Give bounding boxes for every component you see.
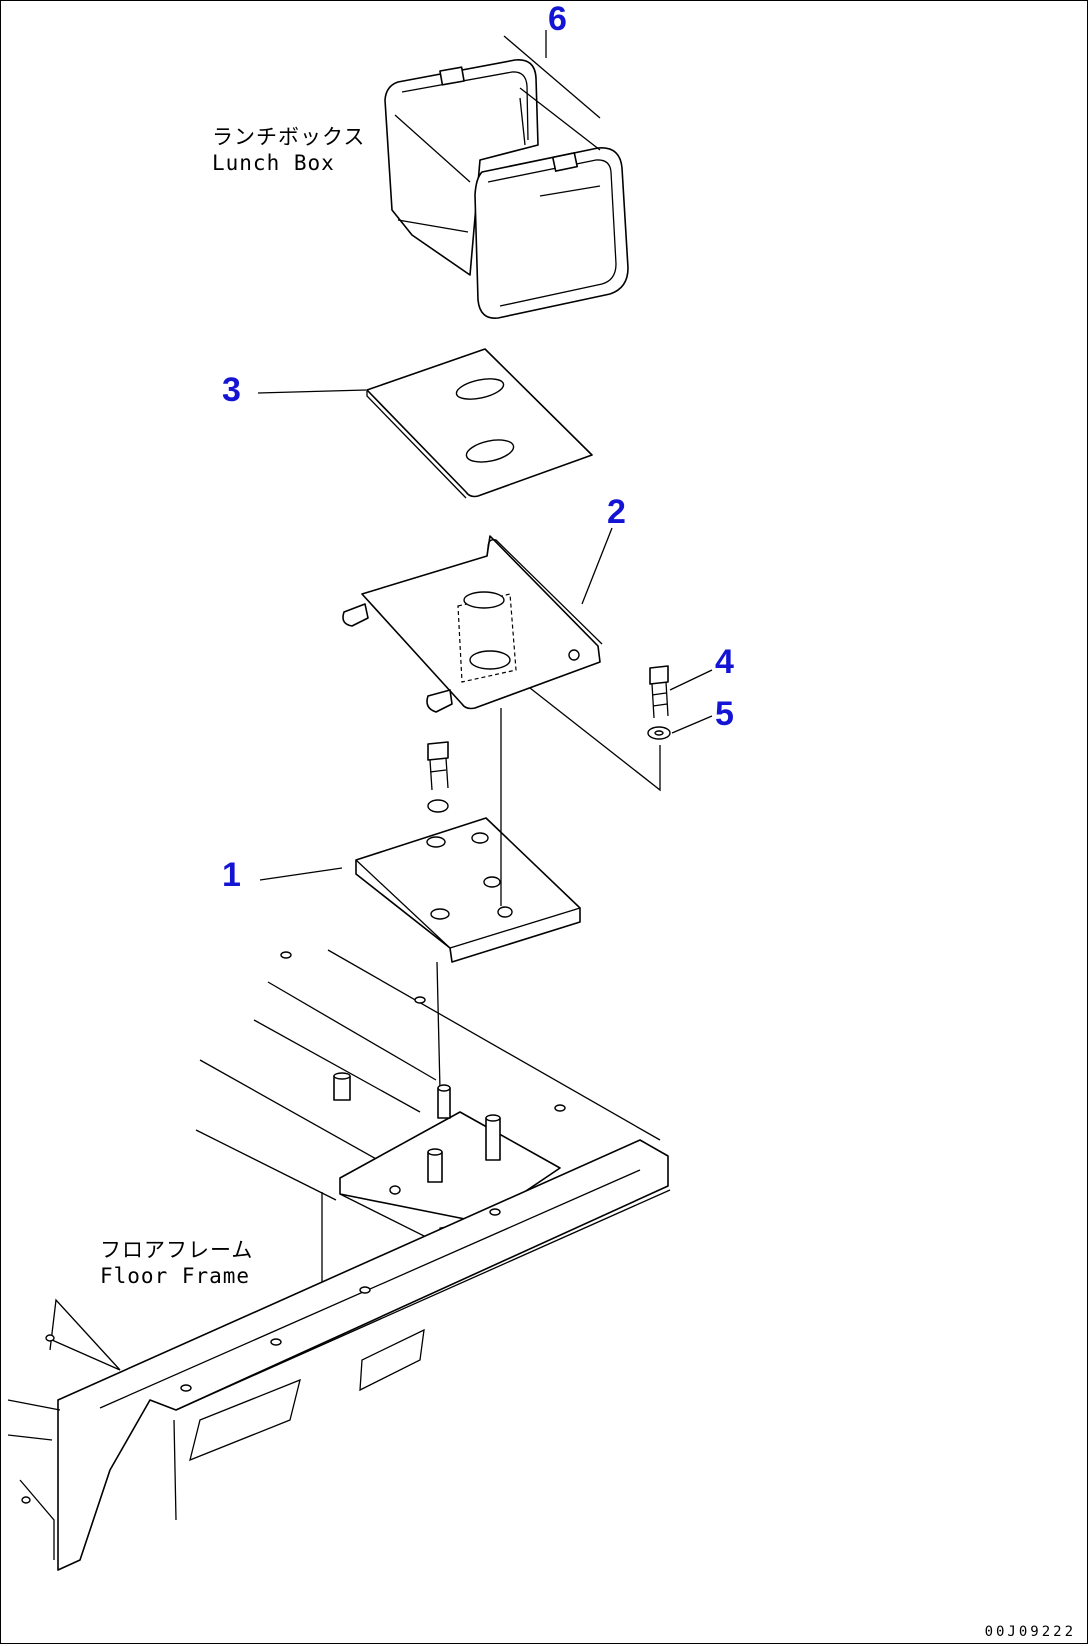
callout-5: 5 [715,695,734,733]
leader-3 [257,389,367,394]
floor-frame-label-en: Floor Frame [100,1264,251,1289]
part-6-lunch-box[interactable] [384,35,629,319]
floor-frame[interactable] [7,949,671,1571]
lunch-box-label: ランチボックス Lunch Box [212,124,365,177]
bolt-left [427,741,449,813]
lunch-box-label-en: Lunch Box [212,151,335,176]
leader-4 [669,669,713,691]
part-1-base-plate[interactable] [355,817,581,963]
part-4-bolt[interactable] [649,665,669,719]
callout-3: 3 [222,371,241,409]
leader-5 [671,715,713,734]
callout-2: 2 [607,493,626,531]
callout-6: 6 [548,0,567,38]
leader-1 [259,867,343,881]
part-2-bracket[interactable] [342,535,603,713]
callout-1: 1 [222,856,241,894]
floor-frame-label: フロアフレーム Floor Frame [100,1237,253,1290]
part-3-pad[interactable] [366,348,593,499]
leader-2 [581,527,613,605]
drawing-number: 00J09222 [984,1624,1076,1640]
lunch-box-label-jp: ランチボックス [212,125,366,149]
floor-frame-label-jp: フロアフレーム [100,1238,254,1262]
callout-4: 4 [715,643,734,681]
part-5-washer[interactable] [647,726,671,740]
